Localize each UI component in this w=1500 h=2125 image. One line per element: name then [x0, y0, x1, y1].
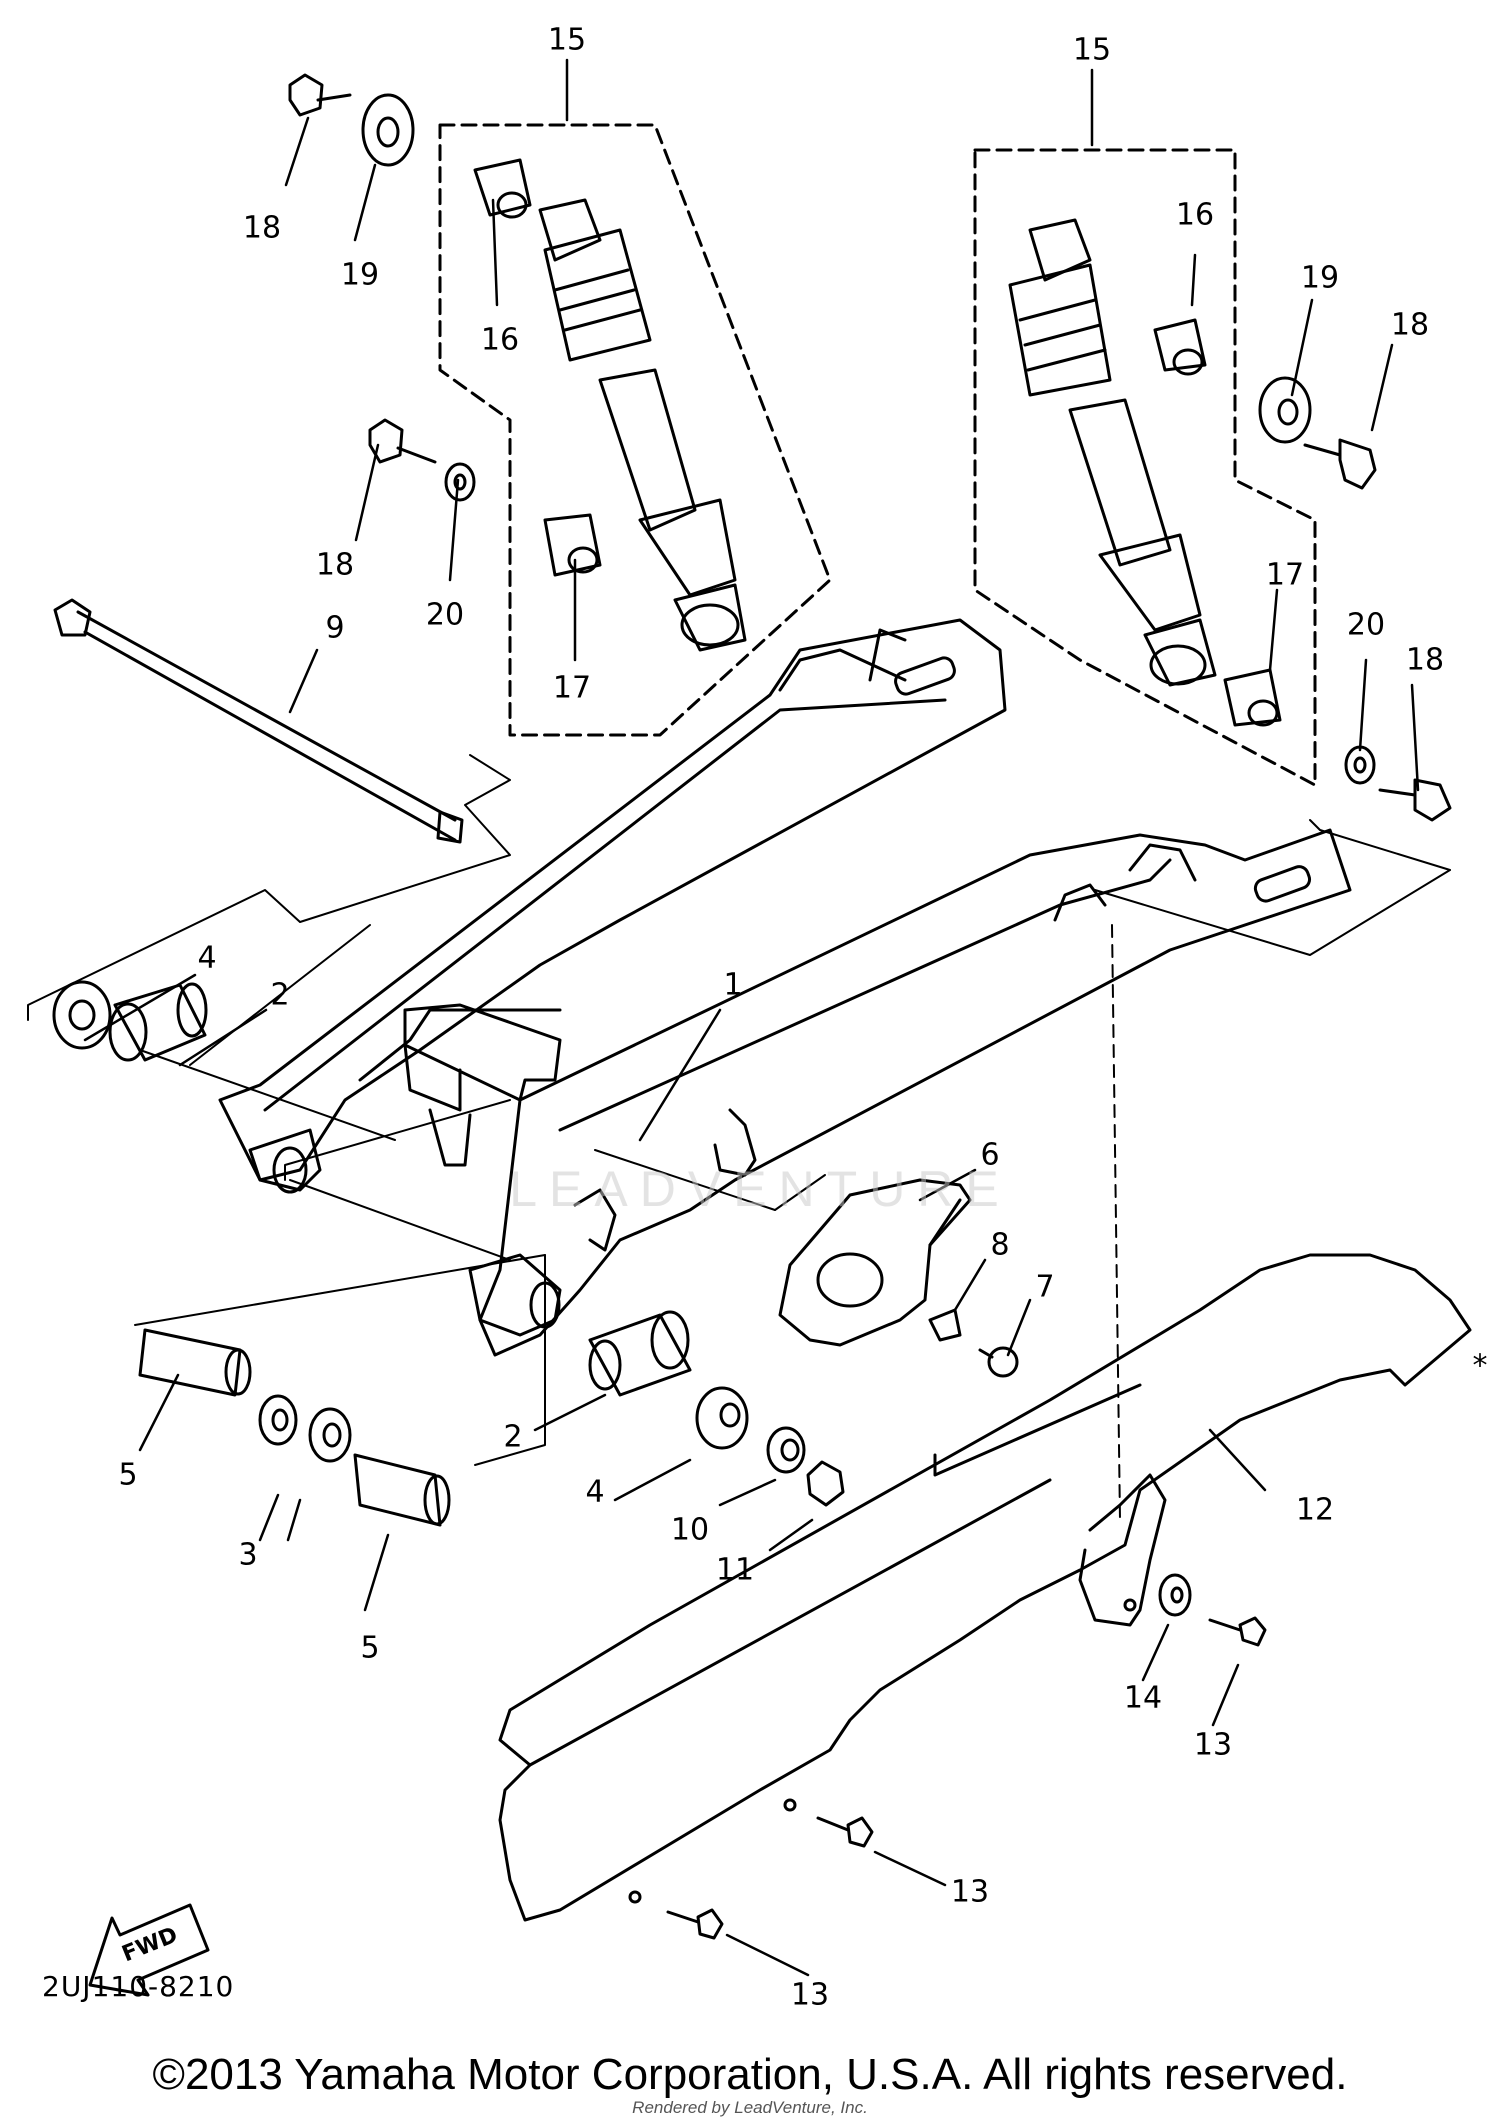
- washer-part-20-left: [444, 462, 476, 502]
- callout-18-top-left: 18: [242, 210, 282, 246]
- callout-4-top: 4: [197, 940, 217, 976]
- callout-4-bottom: 4: [585, 1474, 605, 1510]
- callout-5-bottom: 5: [360, 1630, 380, 1666]
- bolt-part-18-mid-left: [368, 418, 437, 464]
- callout-8: 8: [990, 1227, 1010, 1263]
- callout-2-bottom: 2: [503, 1419, 523, 1455]
- callout-3: 3: [238, 1537, 258, 1573]
- screw-part-13-bottom: [666, 1908, 724, 1940]
- oil-seal-part-4-top: [52, 980, 112, 1050]
- watermark-text: LEADVENTURE: [509, 1161, 1011, 1217]
- callout-16-right: 16: [1175, 197, 1215, 233]
- callout-13-bottom: 13: [790, 1977, 830, 2013]
- collar-part-5-bottom: [353, 1453, 451, 1527]
- leader-lines: [83, 58, 1420, 1977]
- rear-shock-right: [1008, 218, 1217, 687]
- assembly-reference-lines: [27, 754, 1451, 1521]
- callout-19-top-left: 19: [340, 257, 380, 293]
- callout-11: 11: [715, 1552, 755, 1588]
- screw-part-13-right: [1208, 1616, 1267, 1647]
- callout-18-right-top: 18: [1390, 307, 1430, 343]
- callout-1: 1: [723, 967, 743, 1003]
- washer-part-10: [766, 1426, 806, 1474]
- nut-part-11: [806, 1460, 845, 1507]
- collar-part-5-left: [138, 1328, 252, 1397]
- fwd-arrow-icon: [88, 1903, 210, 1997]
- callout-17-right: 17: [1265, 557, 1305, 593]
- callout-13-right: 13: [1193, 1727, 1233, 1763]
- chain-case-part-12: [498, 1253, 1472, 1922]
- washer-part-19-top-left: [361, 93, 415, 167]
- washer-part-20-right: [1344, 745, 1376, 785]
- callout-12: 12: [1295, 1492, 1335, 1528]
- callout-20-right: 20: [1346, 607, 1386, 643]
- rendered-by-notice: Rendered by LeadVenture, Inc.: [632, 2098, 868, 2117]
- bolt-part-18-top-left: [288, 73, 352, 117]
- rear-shock-left: [538, 198, 747, 652]
- washer-part-19-right: [1258, 376, 1312, 444]
- washer-part-3-a: [258, 1394, 298, 1446]
- callout-15-left: 15: [547, 22, 587, 58]
- callout-14: 14: [1123, 1680, 1163, 1716]
- shock-group-outline-right: [973, 148, 1317, 787]
- callout-7: 7: [1035, 1269, 1055, 1305]
- oil-seal-part-4-bottom: [695, 1386, 749, 1450]
- callout-5-left: 5: [118, 1457, 138, 1493]
- callout-19-right: 19: [1300, 260, 1340, 296]
- bushing-part-16-left: [473, 158, 532, 219]
- shock-group-outline-left: [438, 123, 832, 737]
- callout-18-right-bottom: 18: [1405, 642, 1445, 678]
- callout-15-right: 15: [1072, 32, 1112, 68]
- washer-part-3-b: [308, 1407, 352, 1463]
- callout-18-mid-left: 18: [315, 547, 355, 583]
- callout-10: 10: [670, 1512, 710, 1548]
- screw-part-13-middle: [816, 1816, 874, 1848]
- callout-9: 9: [325, 610, 345, 646]
- washer-part-8: [928, 1308, 962, 1342]
- pivot-shaft-part-9: [53, 598, 464, 844]
- diagram-code: 2UJ110-8210: [42, 1970, 235, 2003]
- bolt-part-18-right-bottom: [1378, 778, 1452, 822]
- bushing-part-16-right: [1153, 318, 1207, 376]
- bolt-part-18-right-top: [1303, 438, 1377, 490]
- chain-puller-part-6: [778, 1178, 972, 1347]
- bushing-part-2-top: [108, 982, 208, 1062]
- bushing-part-2-bottom: [588, 1310, 692, 1397]
- copyright-notice: ©2013 Yamaha Motor Corporation, U.S.A. A…: [152, 2050, 1348, 2099]
- callout-asterisk: *: [1472, 1348, 1488, 1384]
- washer-part-14: [1158, 1573, 1192, 1617]
- callout-13-middle: 13: [950, 1874, 990, 1910]
- swingarm-part-1: [218, 618, 1352, 1357]
- callout-6: 6: [980, 1137, 1000, 1173]
- bushing-part-17-right: [1223, 668, 1282, 727]
- callout-2-top: 2: [270, 977, 290, 1013]
- callout-17-left: 17: [552, 670, 592, 706]
- bolt-part-7: [978, 1346, 1019, 1378]
- callout-20-left: 20: [425, 597, 465, 633]
- bushing-part-17-left: [543, 513, 602, 577]
- callout-16-left: 16: [480, 322, 520, 358]
